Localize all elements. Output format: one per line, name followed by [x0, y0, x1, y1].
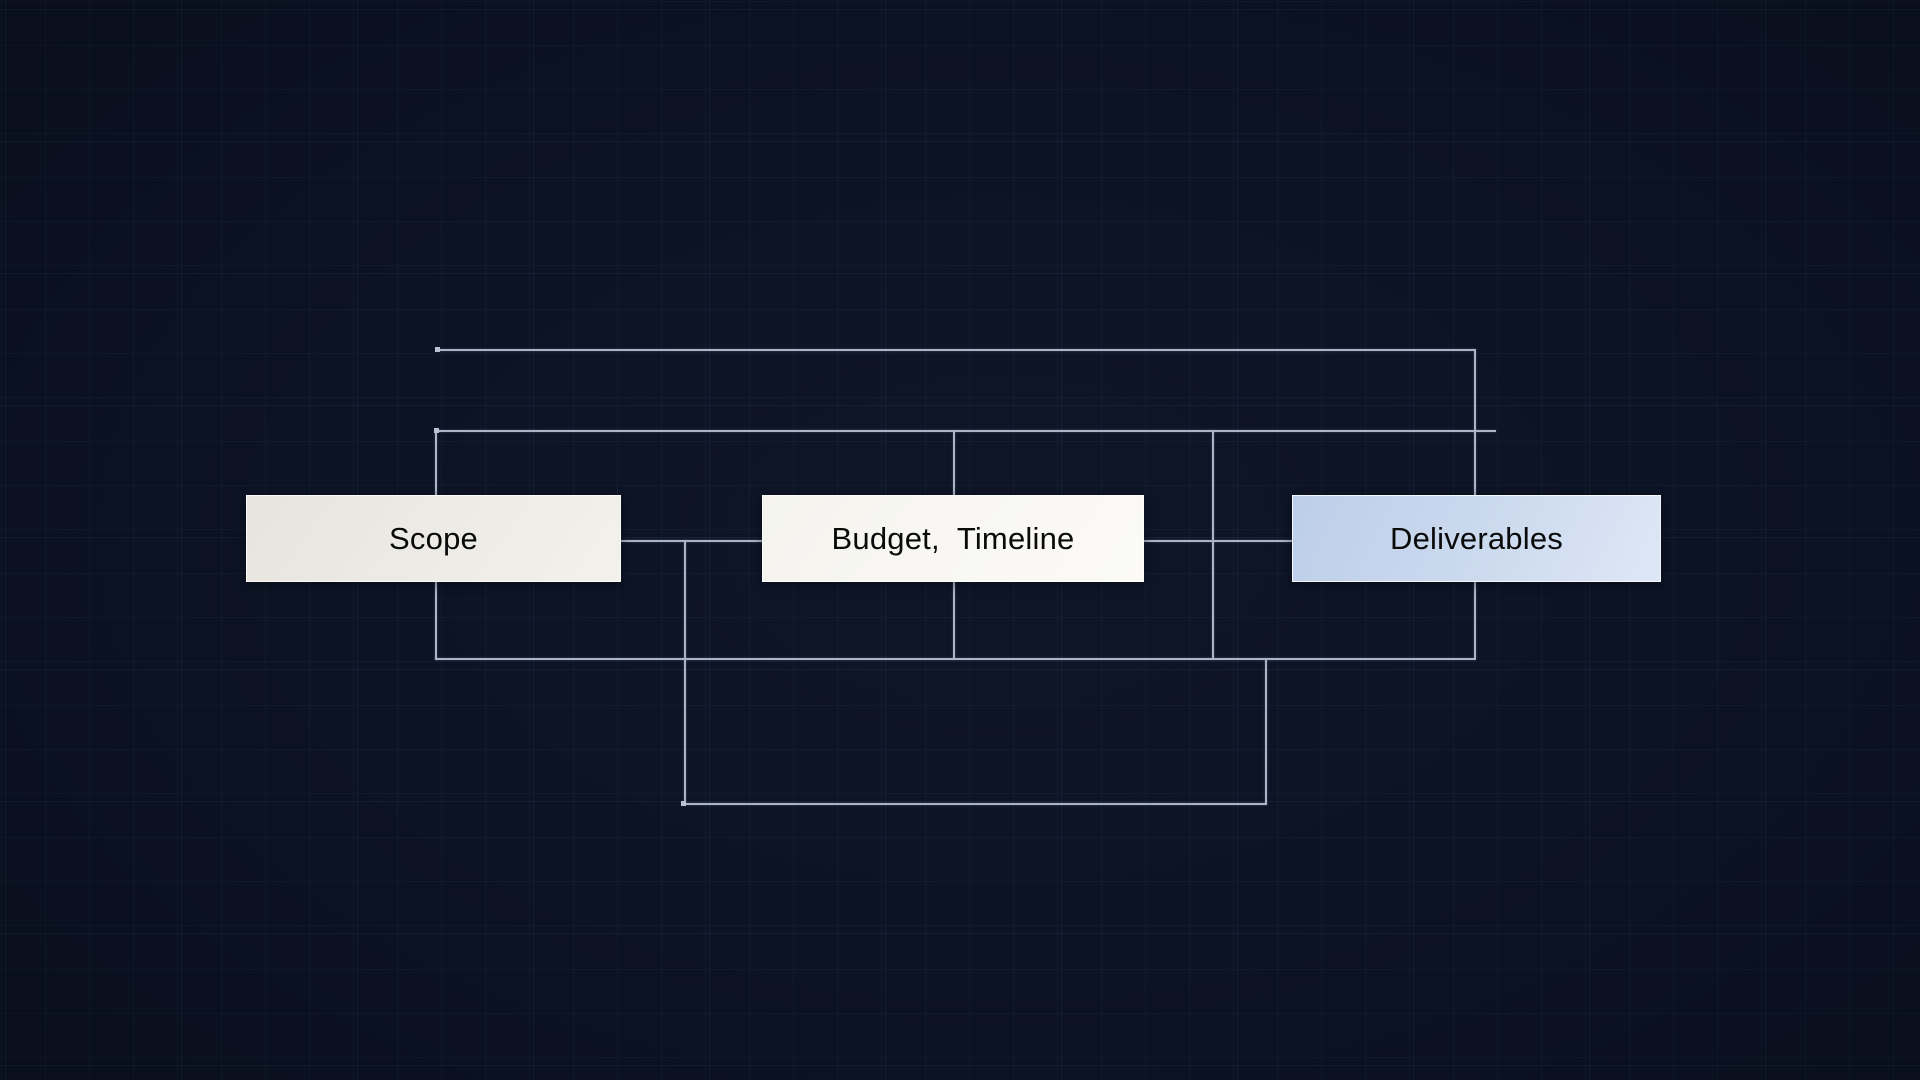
- node-scope[interactable]: Scope: [246, 495, 621, 582]
- connector-col-inner-right: [1212, 430, 1214, 660]
- connector-rail-top: [437, 349, 1475, 351]
- connector-rail-upper: [435, 430, 1475, 432]
- node-label-scope: Scope: [389, 521, 478, 556]
- node-label-budget-timeline: Budget, Timeline: [831, 521, 1075, 556]
- connector-cap-top-left: [435, 347, 440, 352]
- connector-rail-lower: [435, 658, 1475, 660]
- connector-cap-upper-left: [434, 428, 439, 433]
- node-deliverables[interactable]: Deliverables: [1292, 495, 1661, 582]
- connector-col-drop: [1265, 658, 1267, 805]
- connector-link-scope-mid: [620, 540, 765, 542]
- connector-col-inner-left: [684, 540, 686, 805]
- connector-stub-right-mid: [1474, 430, 1496, 432]
- connector-rail-bottom: [683, 803, 1267, 805]
- node-label-deliverables: Deliverables: [1390, 521, 1563, 556]
- node-budget-timeline[interactable]: Budget, Timeline: [762, 495, 1144, 582]
- connector-link-mid-deliv: [1141, 540, 1294, 542]
- connector-cap-bottom-left: [681, 801, 686, 806]
